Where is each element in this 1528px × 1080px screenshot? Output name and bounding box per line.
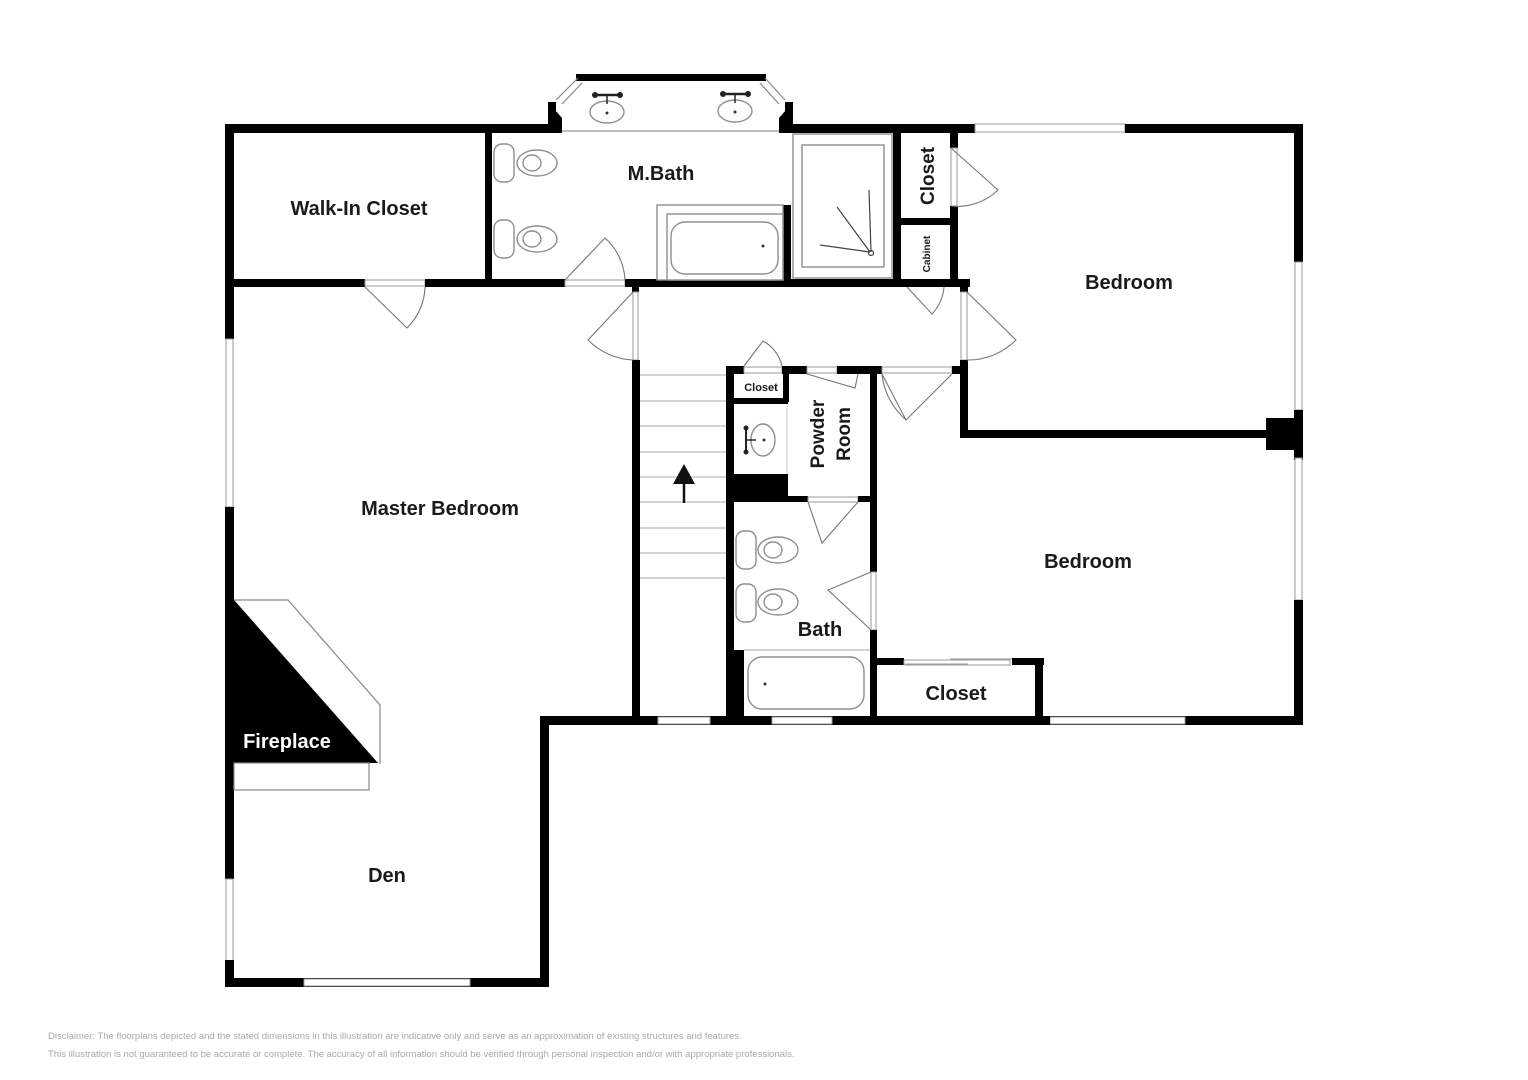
shower-icon: [792, 133, 893, 279]
toilet-icon: [493, 219, 558, 259]
room-label-master-bath: M.Bath: [628, 163, 695, 185]
exterior-walls: [225, 74, 1303, 987]
fireplace: [233, 599, 381, 791]
room-label-powder-room-line1: Powder: [808, 399, 829, 468]
room-label-cabinet: Cabinet: [922, 235, 933, 272]
room-label-powder-room-line2: Room: [834, 407, 855, 461]
toilet-icon: [735, 530, 799, 570]
room-label-den: Den: [368, 865, 406, 887]
sink-icon: [589, 92, 625, 124]
room-label-fireplace: Fireplace: [243, 731, 331, 753]
sink-icon: [743, 423, 776, 457]
sink-icon: [717, 91, 753, 123]
toilet-icon: [735, 583, 799, 623]
room-label-walk-in-closet: Walk-In Closet: [290, 198, 427, 220]
doors: [364, 147, 1017, 631]
room-label-master-bedroom: Master Bedroom: [361, 498, 519, 520]
disclaimer-line-2: This illustration is not guaranteed to b…: [48, 1049, 795, 1060]
bathtub-icon: [744, 649, 870, 710]
toilet-icon: [493, 143, 558, 183]
room-label-bath: Bath: [798, 619, 842, 641]
bathtub-icon: [656, 204, 784, 281]
room-label-hall-closet: Closet: [744, 382, 778, 394]
room-label-closet-top: Closet: [918, 146, 939, 205]
room-label-bedroom-lower: Bedroom: [1044, 551, 1132, 573]
disclaimer-line-1: Disclaimer: The floorplans depicted and …: [48, 1031, 742, 1042]
room-label-bedroom-upper: Bedroom: [1085, 272, 1173, 294]
staircase: [640, 374, 726, 579]
room-label-closet-lower: Closet: [925, 683, 986, 705]
room-labels: Walk-In Closet M.Bath Closet Cabinet Bed…: [243, 146, 1173, 887]
fixtures: [493, 91, 893, 710]
interior-walls: [230, 130, 1270, 722]
up-arrow-icon: [673, 464, 695, 503]
